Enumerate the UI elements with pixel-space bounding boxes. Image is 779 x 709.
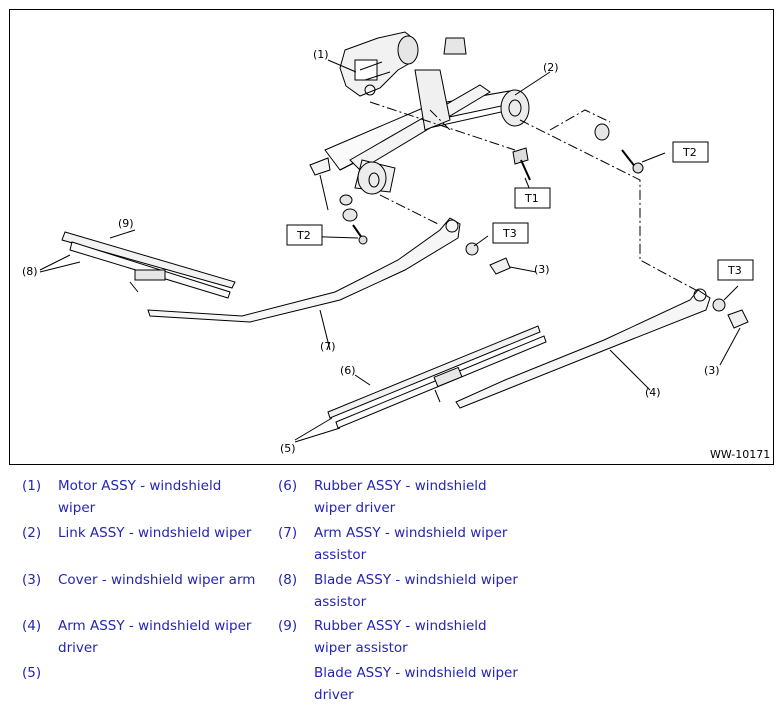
callout-9: (9) [118, 217, 134, 230]
torque-box-t2-lower: T2 [286, 224, 323, 246]
legend-num: (2) [22, 525, 42, 541]
callout-2: (2) [543, 61, 559, 74]
blade-assy-driver [327, 325, 547, 429]
link-assembly [309, 37, 530, 222]
callout-1: (1) [313, 48, 329, 61]
legend-item-5-text: Blade ASSY - windshield wiper driver [278, 662, 558, 706]
legend-text: Arm ASSY - windshield wiper [58, 618, 252, 634]
svg-text:T3: T3 [502, 227, 517, 240]
legend-item-2: (2) Link ASSY - windshield wiper [22, 522, 272, 544]
svg-text:T3: T3 [727, 264, 742, 277]
legend-item-8: (8) Blade ASSY - windshield wiper assist… [278, 569, 558, 613]
callout-6: (6) [340, 364, 356, 377]
legend-num: (1) [22, 478, 42, 494]
legend-item-9: (9) Rubber ASSY - windshield wiper assis… [278, 615, 558, 659]
torque-box-t3-left: T3 [492, 222, 529, 244]
legend-num: (7) [278, 525, 298, 541]
legend-text: Blade ASSY - windshield wiper [314, 572, 518, 588]
callout-5: (5) [280, 442, 296, 455]
legend-item-3: (3) Cover - windshield wiper arm [22, 569, 272, 591]
callout-4: (4) [645, 386, 661, 399]
legend-text: wiper assistor [314, 640, 408, 656]
exploded-diagram: (1) (2) (3) (3) (4) (5) (6) (7) (8) (9) … [9, 9, 774, 465]
legend-item-6: (6) Rubber ASSY - windshield wiper drive… [278, 475, 558, 519]
arm-assy-driver [455, 288, 711, 409]
legend-item-4: (4) Arm ASSY - windshield wiper driver [22, 615, 272, 659]
legend-text: wiper [58, 500, 96, 516]
arm-assy-assistor [147, 217, 461, 323]
legend-num: (4) [22, 618, 42, 634]
legend-num: (6) [278, 478, 298, 494]
legend-text: assistor [314, 594, 367, 610]
diagram-drawing: (1) (2) (3) (3) (4) (5) (6) (7) (8) (9) … [22, 31, 770, 461]
blade-assy-assistor [61, 231, 236, 299]
callout-3-a: (3) [534, 263, 550, 276]
legend-text: Rubber ASSY - windshield [314, 618, 487, 634]
legend-item-5: (5) [22, 662, 272, 684]
legend-item-1: (1) Motor ASSY - windshield wiper [22, 475, 272, 519]
svg-text:T2: T2 [682, 146, 697, 159]
svg-text:T2: T2 [296, 229, 311, 242]
motor-assembly [339, 31, 419, 97]
legend-text: Rubber ASSY - windshield [314, 478, 487, 494]
legend-item-7: (7) Arm ASSY - windshield wiper assistor [278, 522, 558, 566]
callout-7: (7) [320, 340, 336, 353]
legend-text: Link ASSY - windshield wiper [58, 525, 252, 541]
legend-text: Blade ASSY - windshield wiper [314, 665, 518, 681]
torque-box-t2-upper: T2 [672, 141, 709, 163]
legend-text: Arm ASSY - windshield wiper [314, 525, 508, 541]
legend-text: driver [314, 687, 354, 703]
legend-text: assistor [314, 547, 367, 563]
callout-3-b: (3) [704, 364, 720, 377]
torque-box-t1: T1 [514, 187, 551, 209]
torque-box-t3-right: T3 [717, 259, 754, 281]
figure-id: WW-10171 [710, 448, 770, 461]
legend-num: (8) [278, 572, 298, 588]
legend-text: Motor ASSY - windshield [58, 478, 222, 494]
callout-8: (8) [22, 265, 38, 278]
legend-num: (5) [22, 665, 42, 681]
legend-num: (3) [22, 572, 42, 588]
legend-text: wiper driver [314, 500, 396, 516]
legend-text: driver [58, 640, 98, 656]
legend-num: (9) [278, 618, 298, 634]
legend-text: Cover - windshield wiper arm [58, 572, 256, 588]
svg-text:T1: T1 [524, 192, 539, 205]
